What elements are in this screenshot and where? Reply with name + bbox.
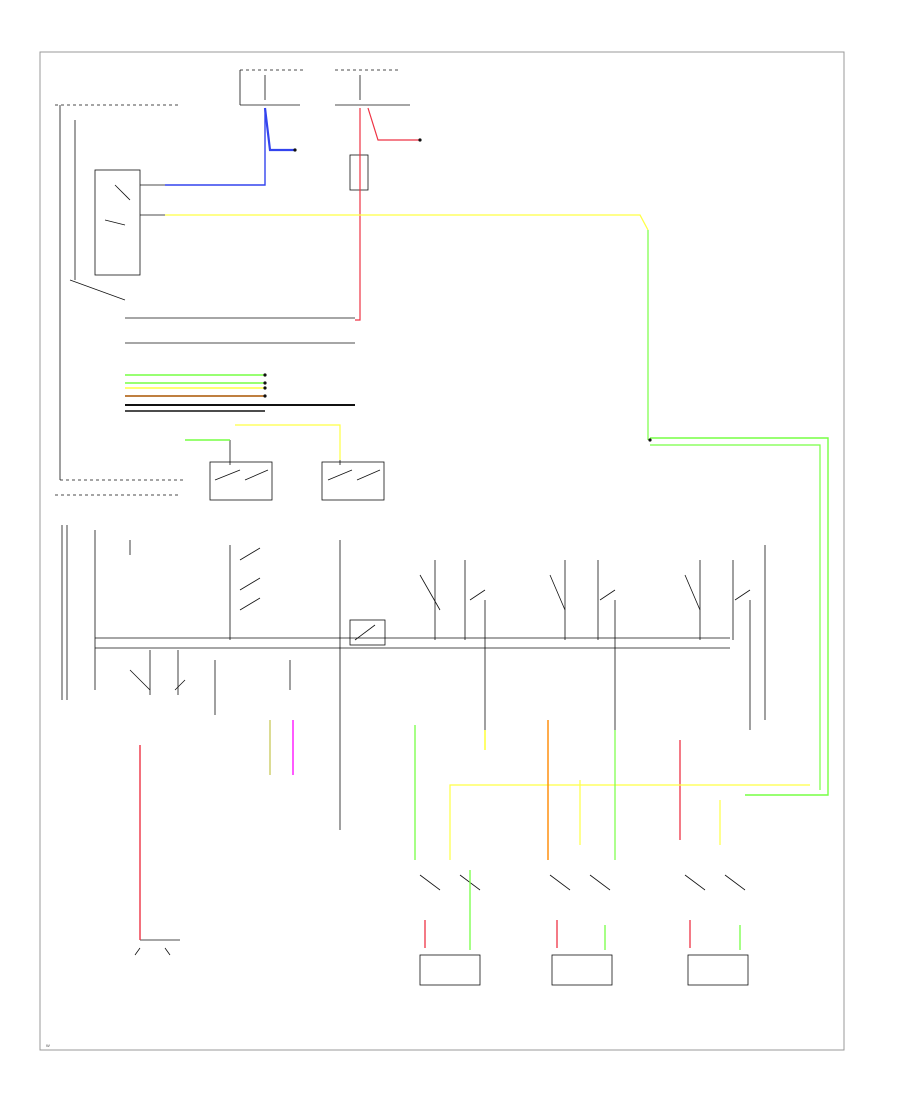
colored-wiring	[125, 107, 829, 950]
frame-id-label: W	[46, 1043, 50, 1048]
connector-dots	[263, 138, 652, 442]
black-wiring	[55, 69, 766, 986]
diagram-frame	[39, 51, 845, 1051]
